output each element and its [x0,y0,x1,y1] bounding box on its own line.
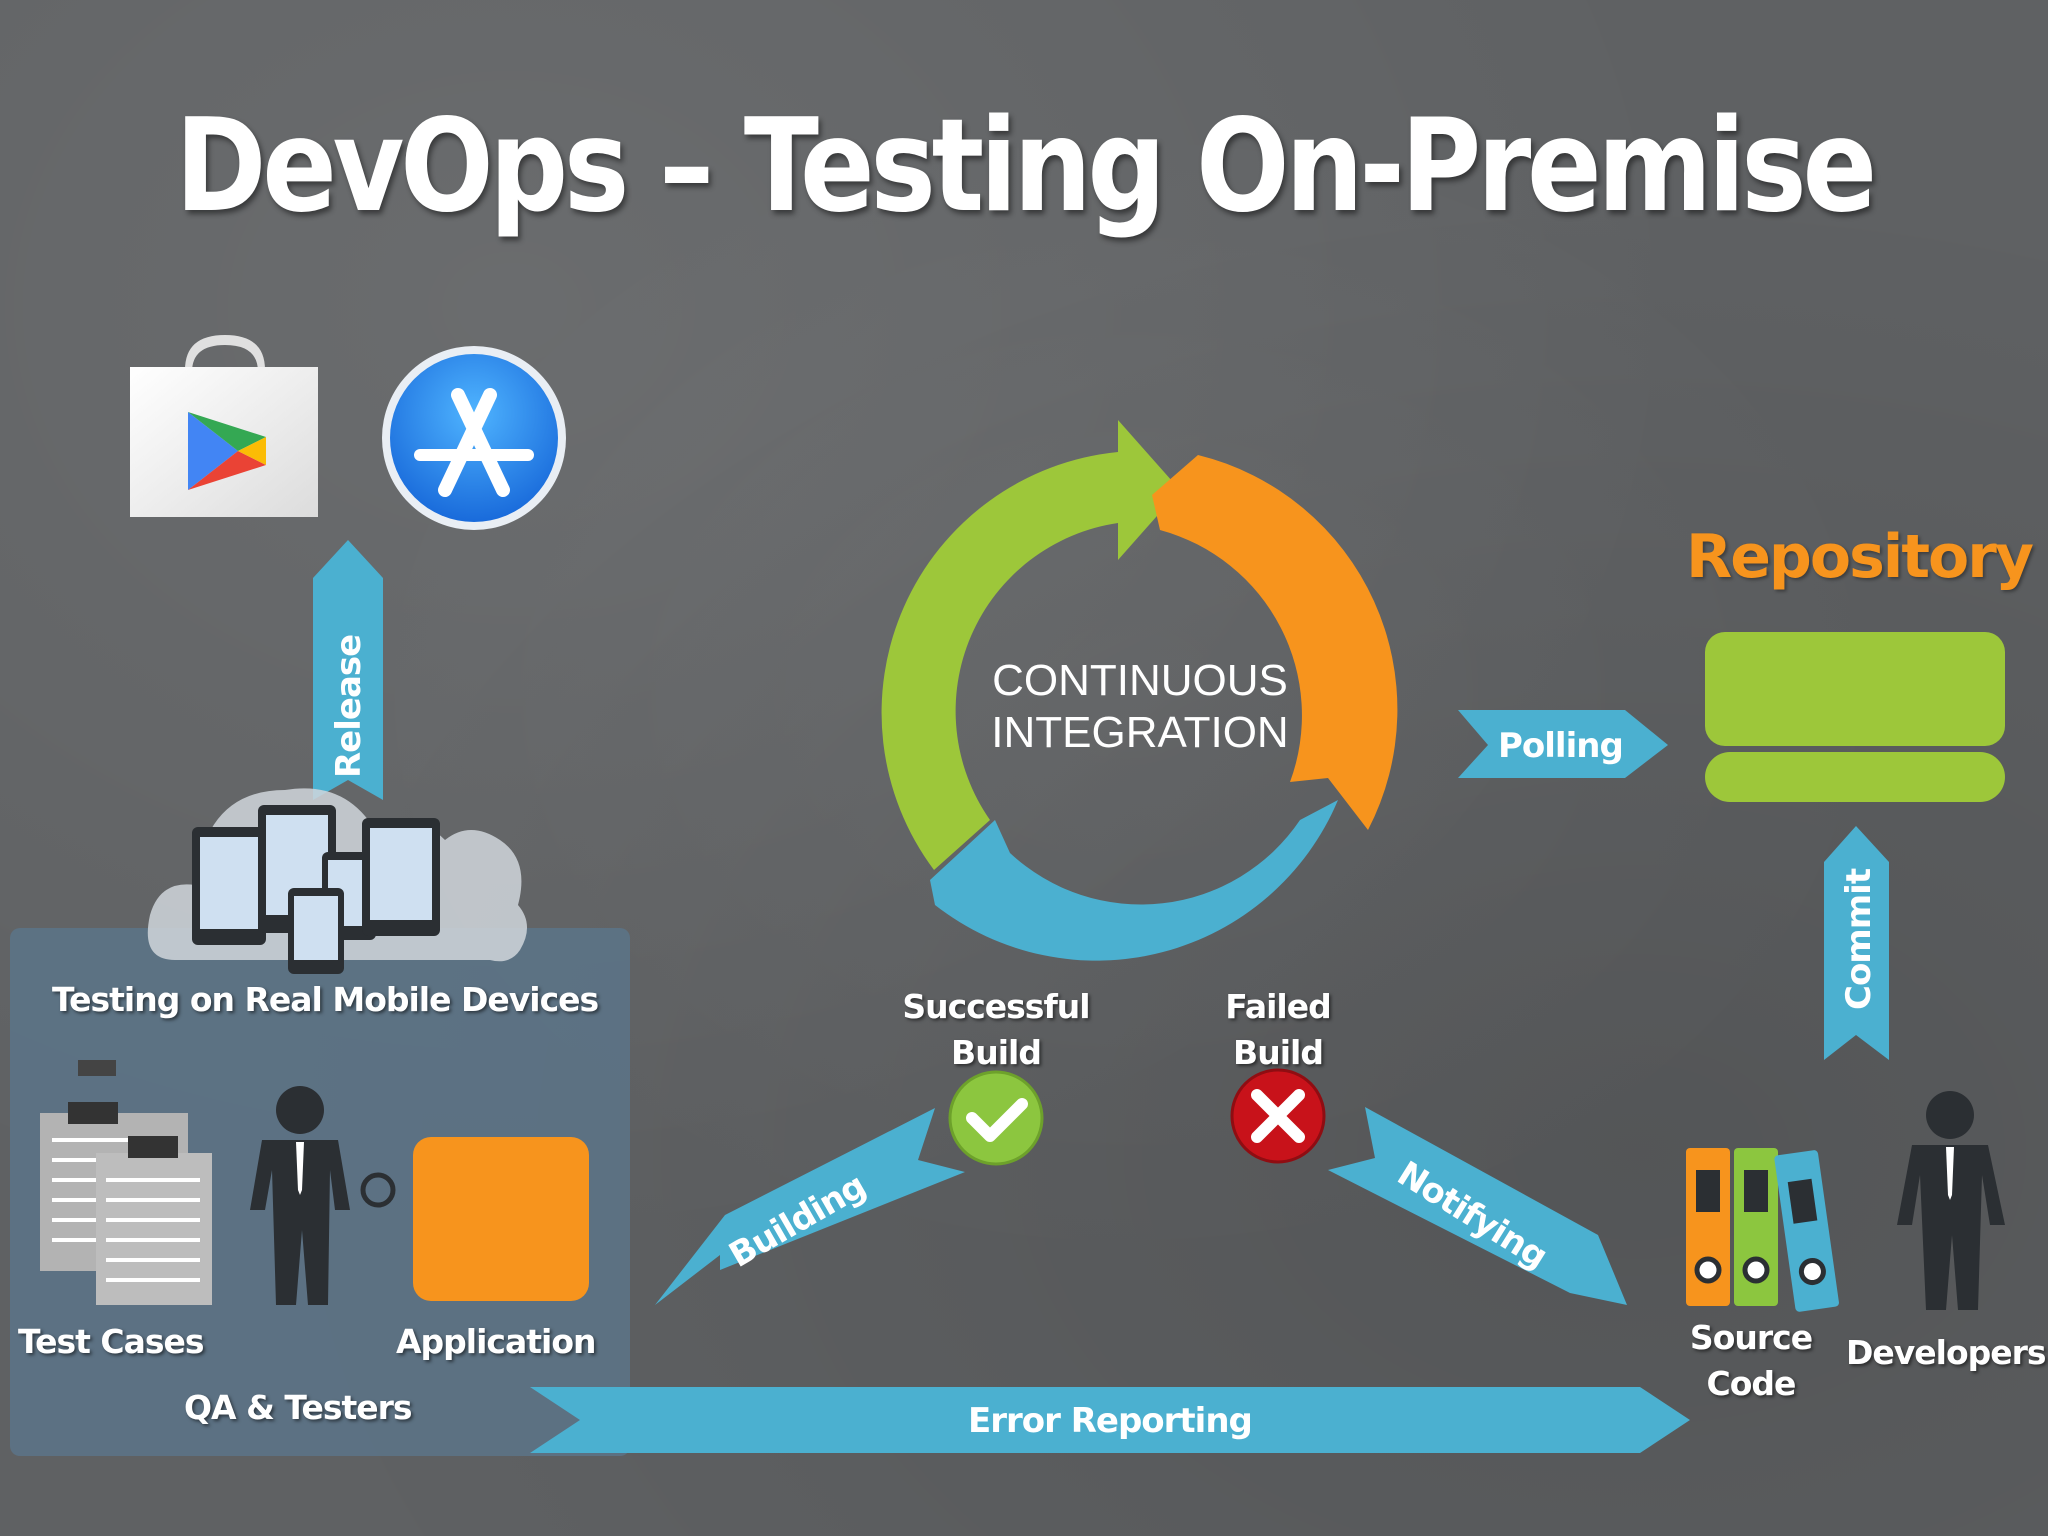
failed-build-label: Failed Build [1192,984,1364,1076]
release-arrow [313,540,383,800]
ci-cycle [881,420,1398,961]
application-icon [413,1137,589,1301]
repository-icon [1705,632,2005,802]
test-cases-label: Test Cases [18,1322,205,1361]
checkmark-icon [948,1070,1044,1166]
qa-testers-label: QA & Testers [184,1388,413,1427]
application-label: Application [396,1322,596,1361]
commit-arrow [1824,826,1889,1060]
failed-build-line-2: Build [1233,1033,1324,1072]
commit-arrow-label: Commit [1839,868,1879,1010]
source-code-line-2: Code [1706,1364,1797,1403]
ci-line-1: CONTINUOUS [992,656,1288,705]
page-title: DevOps – Testing On-Premise [175,92,1877,241]
failed-build-line-1: Failed [1225,987,1332,1026]
x-mark-icon [1230,1068,1326,1164]
ci-line-2: INTEGRATION [991,708,1289,757]
repository-label: Repository [1686,522,2034,592]
source-code-line-1: Source [1689,1318,1813,1357]
person-icon [250,1086,396,1305]
successful-build-line-2: Build [951,1033,1042,1072]
release-arrow-label: Release [329,635,369,778]
ci-center-label: CONTINUOUS INTEGRATION [950,655,1330,759]
cloud-devices-icon [147,788,528,974]
building-arrow [655,1108,965,1305]
testing-devices-label: Testing on Real Mobile Devices [52,980,599,1019]
error-reporting-arrow [530,1387,1690,1453]
binder-icon [1686,1148,1839,1312]
developers-label: Developers [1846,1333,2047,1372]
successful-build-line-1: Successful [902,987,1090,1026]
polling-arrow [1458,710,1668,778]
polling-arrow-label: Polling [1498,726,1623,766]
error-reporting-label: Error Reporting [968,1401,1252,1441]
google-play-icon [130,335,318,517]
app-store-icon [382,346,566,530]
source-code-label: Source Code [1676,1315,1826,1407]
developer-person-icon [1897,1091,2005,1310]
successful-build-label: Successful Build [890,984,1102,1076]
clipboard-icon [40,1060,212,1305]
notifying-arrow [1328,1107,1627,1305]
